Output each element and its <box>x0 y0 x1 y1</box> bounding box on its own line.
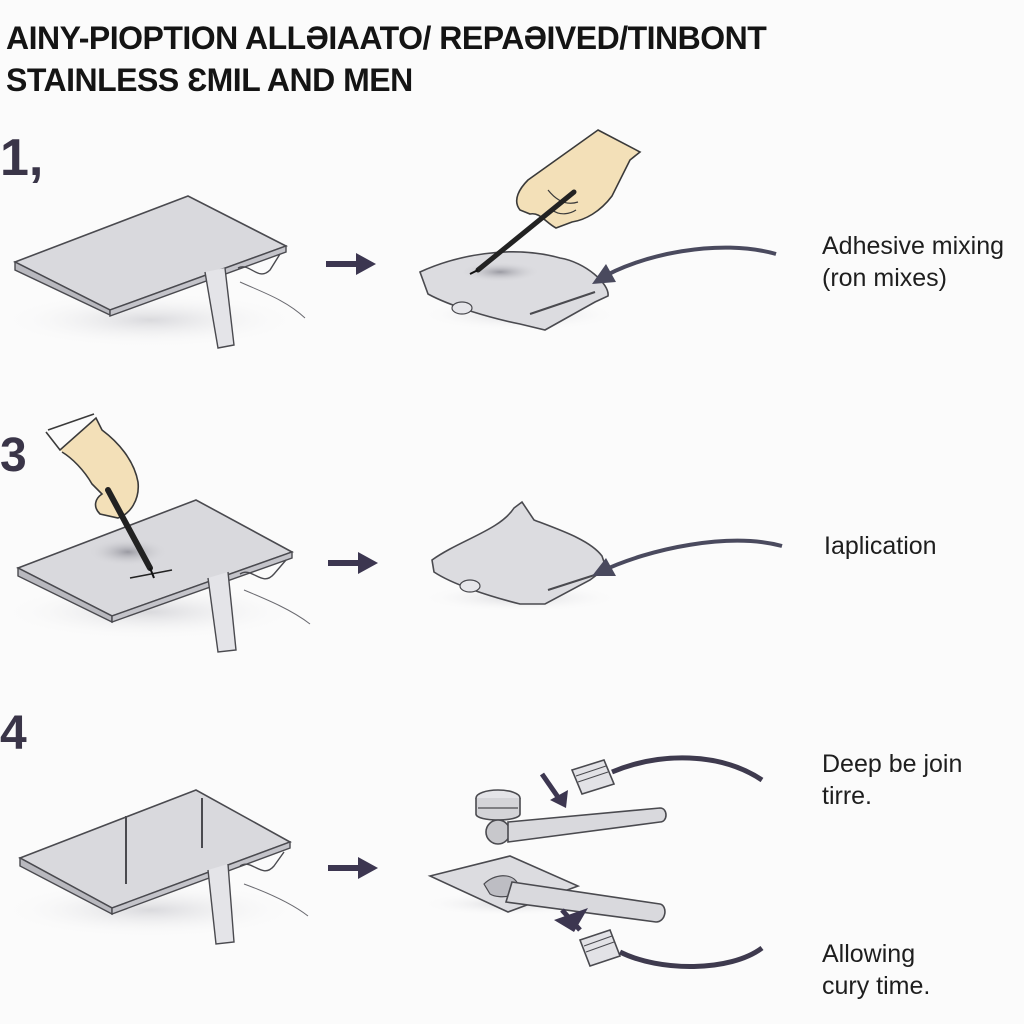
step-4-panel-front <box>111 840 291 916</box>
step-1-hand-shape <box>515 129 642 229</box>
step-3-arrow <box>328 552 378 574</box>
step-1-panel-curl <box>237 253 281 275</box>
step-3-panel <box>0 499 311 653</box>
step-4-panel-string <box>243 883 309 917</box>
step-4-lower-hose <box>618 945 764 970</box>
step-3-number: 3 <box>0 429 27 482</box>
step-3-application-pad <box>420 500 783 612</box>
step-3-caption: Iaplication <box>824 530 937 562</box>
step-4-caption-line-2: tirre. <box>822 782 872 810</box>
step-1-arrow <box>326 253 376 275</box>
step-4-caption-b: Allowing cury time. <box>822 938 930 1002</box>
step-4-arrow <box>328 857 378 879</box>
step-3-brush <box>105 487 153 571</box>
step-1-caption-line-1: Adhesive mixing <box>822 232 1005 260</box>
step-4-clamp-tool <box>475 772 667 845</box>
step-4-upper-tube <box>570 755 764 795</box>
step-1-panel-string <box>239 281 306 319</box>
step-1-panel-front <box>109 245 287 317</box>
step-4-upper-hose <box>611 755 764 783</box>
step-3-panel-string <box>243 589 311 625</box>
step-1-pointer-head <box>592 264 616 284</box>
step-4-caption-line-1: Deep be join <box>822 750 963 778</box>
step-1-arrow-head <box>356 253 376 275</box>
step-1-panel-leg <box>204 267 235 349</box>
step-1-pad-foot <box>451 301 473 315</box>
step-3-sleeve-line <box>47 413 95 431</box>
step-3-panel-leg <box>207 571 237 653</box>
step-1-panel <box>0 195 306 349</box>
step-4-caption-line-4: cury time. <box>822 972 931 1000</box>
step-1-pointer-line <box>596 245 777 282</box>
step-3-applied-line <box>129 569 173 579</box>
step-4-clamp-body <box>475 798 521 821</box>
step-3-hand-shape <box>45 416 140 519</box>
step-4-arrow-head <box>358 857 378 879</box>
step-4-upper-nozzle-grip <box>575 765 609 783</box>
step-3-pointer-head <box>592 558 616 576</box>
diagram-title-line-2: STAINLESS ƐMIL AND MEN <box>6 62 413 98</box>
step-4-lower-nozzle-grip <box>583 935 615 953</box>
step-4-clamp-handle <box>507 807 667 843</box>
step-1-panel-top <box>13 195 289 311</box>
step-1-caption: Adhesive mixing (ron mixes) <box>822 230 1004 294</box>
step-4-panel-curl <box>239 851 285 872</box>
step-3-arrow-head <box>358 552 378 574</box>
step-4-panel <box>0 789 309 945</box>
step-4-lower-pointer-head <box>554 908 588 932</box>
step-1-brush-tip <box>469 269 479 275</box>
step-1-hand <box>469 129 642 275</box>
step-3-hand <box>45 413 155 579</box>
step-4-upper-pointer-shaft <box>539 772 563 802</box>
step-4-press-bar <box>504 881 666 923</box>
step-3-pointer-line <box>599 538 783 574</box>
step-4-caption-line-3: Allowing <box>822 940 916 968</box>
step-1-brush <box>475 189 577 273</box>
step-3-brush-tip <box>149 567 155 579</box>
step-3-panel-front <box>111 551 293 623</box>
step-4-pressed-pad <box>420 855 666 932</box>
step-1-pad-fold <box>529 291 596 315</box>
step-1-number: 1, <box>0 129 44 187</box>
step-3-adhesive-smudge <box>88 538 168 566</box>
step-3-panel-curl <box>239 559 287 580</box>
step-4-upper-pointer-head <box>550 790 568 808</box>
step-4-clamp-joint <box>485 819 511 845</box>
step-4-caption-a: Deep be join tirre. <box>822 748 962 812</box>
diagram-title-line-1: AINY-PIOPTION ALLƏIAATO/ REPAƏIVED/TINBO… <box>6 20 767 56</box>
step-4-number: 4 <box>0 707 27 760</box>
step-1-caption-line-2: (ron mixes) <box>822 264 948 292</box>
step-1-mixing-pad <box>418 245 777 331</box>
step-4-lower-nozzle <box>578 928 622 968</box>
step-4-lower-tube <box>578 928 764 970</box>
step-3-pad-foot <box>459 579 481 593</box>
step-4-panel-leg <box>207 863 235 945</box>
step-3-caption-line-1: Iaplication <box>824 532 937 560</box>
